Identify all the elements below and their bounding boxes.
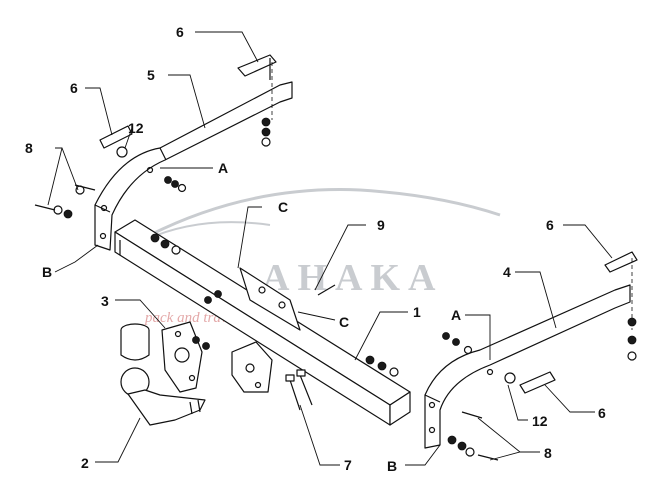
callout-2: 2 bbox=[81, 455, 89, 471]
callout-c-bottom: C bbox=[339, 314, 349, 330]
callout-3: 3 bbox=[101, 293, 109, 309]
bracket-6-top bbox=[237, 54, 277, 120]
center-plate bbox=[239, 267, 301, 331]
watermark-car-roof bbox=[149, 188, 501, 237]
bolts bbox=[34, 184, 499, 461]
callout-7: 7 bbox=[344, 457, 352, 473]
callout-9: 9 bbox=[377, 217, 385, 233]
callout-b-left: B bbox=[42, 264, 52, 280]
callout-6-right-bottom: 6 bbox=[598, 405, 606, 421]
socket-bracket bbox=[231, 341, 273, 393]
callout-8-right: 8 bbox=[544, 445, 552, 461]
leader-lines bbox=[47, 31, 613, 466]
callout-a-right: A bbox=[451, 307, 461, 323]
bracket-6-left bbox=[99, 125, 133, 149]
callout-a-left: A bbox=[218, 160, 228, 176]
callout-c-top: C bbox=[278, 199, 288, 215]
mounting-plate bbox=[161, 321, 203, 393]
callout-5: 5 bbox=[147, 67, 155, 83]
callout-6-top: 6 bbox=[176, 24, 184, 40]
callout-4: 4 bbox=[503, 264, 511, 280]
watermark-brand: AHAKA bbox=[262, 257, 443, 299]
main-crossbar bbox=[114, 219, 411, 426]
callout-8-left: 8 bbox=[25, 140, 33, 156]
tow-ball-assembly bbox=[120, 323, 206, 426]
bracket-6-right-bottom bbox=[519, 371, 556, 394]
watermark: AHAKA pack and travel bbox=[144, 188, 501, 326]
right-side-bracket bbox=[424, 284, 631, 449]
fasteners bbox=[53, 117, 637, 457]
callout-6-right-top: 6 bbox=[546, 217, 554, 233]
callout-b-right: B bbox=[387, 458, 397, 474]
callout-6-left: 6 bbox=[70, 80, 78, 96]
callout-12-right: 12 bbox=[532, 413, 548, 429]
callout-1: 1 bbox=[413, 304, 421, 320]
callout-labels: 6 5 6 12 A 8 B C 9 C 1 3 2 7 6 4 A 6 12 … bbox=[25, 24, 606, 474]
callout-12-left: 12 bbox=[128, 120, 144, 136]
